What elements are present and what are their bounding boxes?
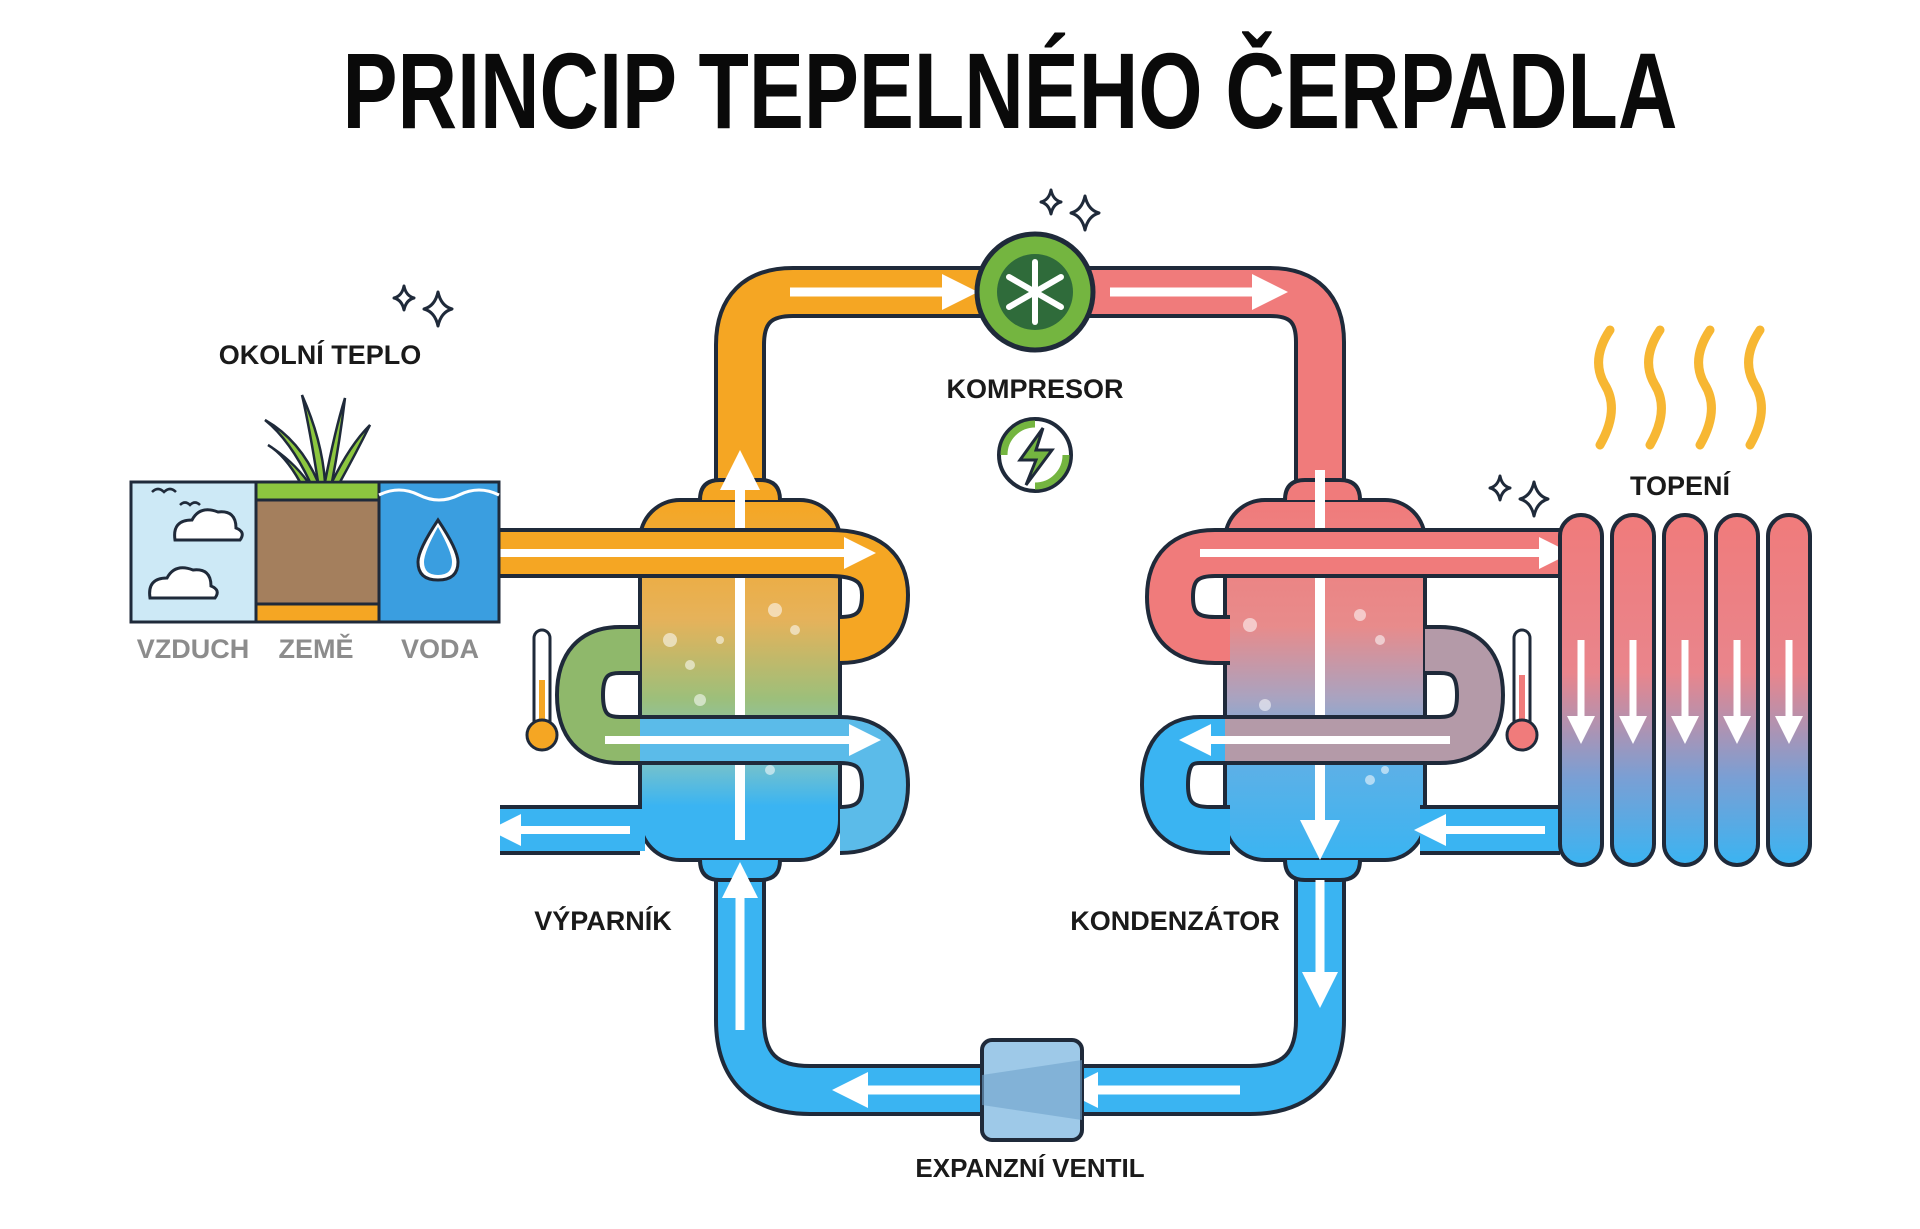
ambient-heat-label: OKOLNÍ TEPLO: [219, 339, 422, 370]
heat-wave-icon: [1594, 325, 1766, 450]
page-title: PRINCIP TEPELNÉHO ČERPADLA: [343, 30, 1678, 151]
expansion-valve-label: EXPANZNÍ VENTIL: [915, 1153, 1144, 1183]
condenser: [1139, 470, 1571, 882]
bird-icon: [151, 487, 201, 507]
expansion-valve: [980, 1038, 1084, 1142]
thermometer-icon: [1505, 628, 1539, 752]
condenser-bubbles: [1243, 609, 1389, 785]
earth-panel: [254, 480, 381, 624]
compressor-label: KOMPRESOR: [946, 374, 1123, 404]
sparkle-icon: [1488, 474, 1550, 518]
fan-icon: [1006, 259, 1064, 325]
evaporator-label: VÝPARNÍK: [534, 905, 672, 936]
condenser-label: KONDENZÁTOR: [1070, 905, 1280, 936]
grass-icon: [264, 394, 372, 484]
cloud-icon: [148, 508, 244, 600]
water-label: VODA: [401, 634, 479, 664]
evaporator: [489, 450, 911, 882]
thermometer-icon: [525, 628, 559, 752]
compressor: [974, 231, 1096, 353]
air-label: VZDUCH: [137, 634, 250, 664]
sparkle-icon: [392, 284, 454, 328]
heating-label: TOPENÍ: [1630, 470, 1732, 501]
heat-source-box: [129, 394, 501, 624]
lightning-icon: [997, 417, 1073, 493]
radiator-icon: [1558, 513, 1812, 867]
earth-label: ZEMĚ: [278, 633, 353, 664]
loop-flow-arrows: [722, 274, 1338, 1108]
evaporator-bubbles: [663, 603, 800, 775]
sparkle-icon: [1039, 188, 1101, 232]
